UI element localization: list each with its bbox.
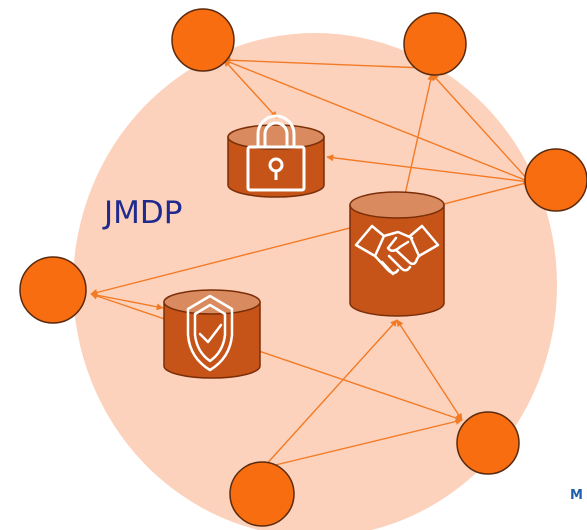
- peer-node-top-left[interactable]: [171, 8, 235, 72]
- link-node-right-node-left: [90, 180, 531, 296]
- database-shield[interactable]: [163, 289, 261, 379]
- database-lock-body: [227, 136, 325, 198]
- database-lock[interactable]: [227, 114, 325, 198]
- handshake-icon: [354, 224, 440, 276]
- node-layer: [19, 8, 587, 527]
- peer-node-bottom[interactable]: [229, 461, 295, 527]
- link-node-bottom-right-node-bottom: [262, 418, 463, 470]
- peer-node-top-right[interactable]: [403, 12, 467, 76]
- corner-text: M: [570, 488, 583, 503]
- peer-node-right[interactable]: [524, 148, 587, 212]
- database-shield-top: [163, 289, 261, 315]
- database-handshake-top: [349, 191, 445, 219]
- peer-node-left[interactable]: [19, 256, 87, 324]
- database-lock-top: [227, 124, 325, 150]
- link-db-lock-node-right: [326, 154, 531, 185]
- peer-node-bottom-right[interactable]: [456, 411, 520, 475]
- link-node-top-left-db-lock: [223, 59, 278, 119]
- database-handshake[interactable]: [349, 191, 445, 317]
- link-db-handshake-node-bottom-right: [396, 319, 463, 421]
- padlock-icon: [246, 114, 306, 192]
- shield-check-icon: [186, 294, 234, 372]
- diagram-title: JMDP: [102, 195, 182, 231]
- database-handshake-body: [349, 204, 445, 317]
